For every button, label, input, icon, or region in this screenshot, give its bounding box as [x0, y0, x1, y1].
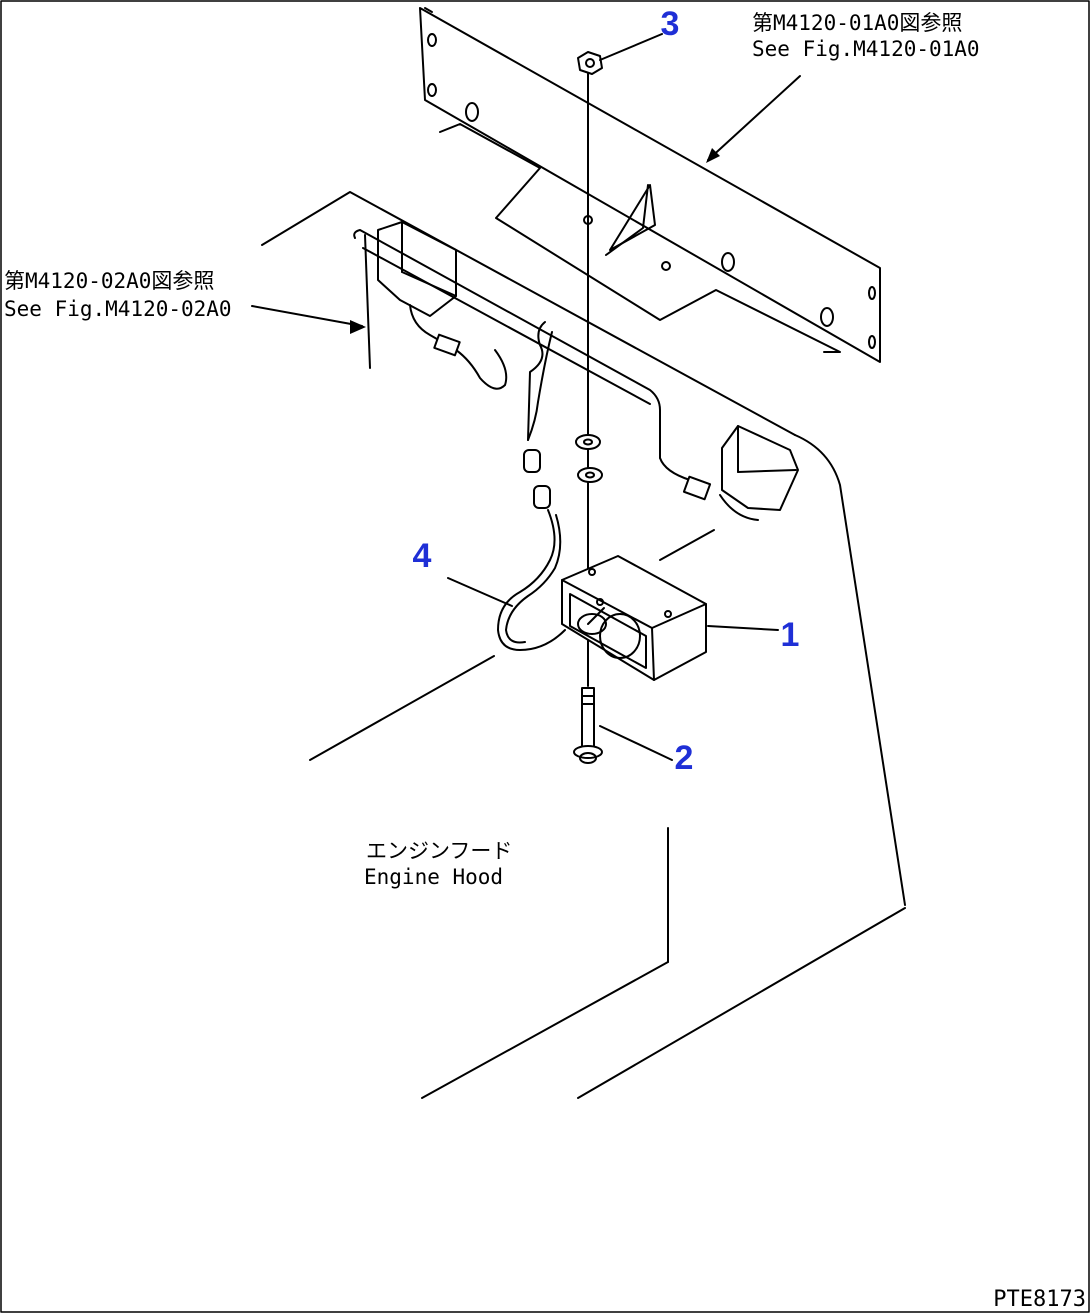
ref-top-en: See Fig.M4120-01A0: [752, 37, 980, 61]
washers: [575, 434, 603, 483]
callout-3: 3: [661, 5, 680, 43]
bracket-plate: [419, 7, 881, 363]
hood-label-jp: エンジンフード: [366, 839, 512, 863]
lamp-box-part-1: [561, 555, 707, 681]
lamp-wire-part-4: [497, 485, 566, 651]
callout-4: 4: [413, 537, 432, 575]
harness-assembly: [353, 221, 799, 521]
ref-left-jp: 第M4120-02A0図参照: [4, 269, 214, 293]
callout-1: 1: [781, 616, 800, 654]
figure-code: PTE8173: [993, 1287, 1086, 1312]
ref-top-jp: 第M4120-01A0図参照: [752, 11, 962, 35]
ref-left-en: See Fig.M4120-02A0: [4, 297, 232, 321]
arrow-head-icon: [350, 320, 366, 334]
engine-hood-outline: [261, 191, 906, 1099]
leader-lines: [251, 33, 801, 761]
bolt-part-2: [573, 687, 603, 764]
arrow-head-icon: [706, 148, 720, 163]
nut-part-3: [577, 51, 603, 75]
callout-2: 2: [675, 739, 694, 777]
hood-label-en: Engine Hood: [364, 865, 503, 889]
